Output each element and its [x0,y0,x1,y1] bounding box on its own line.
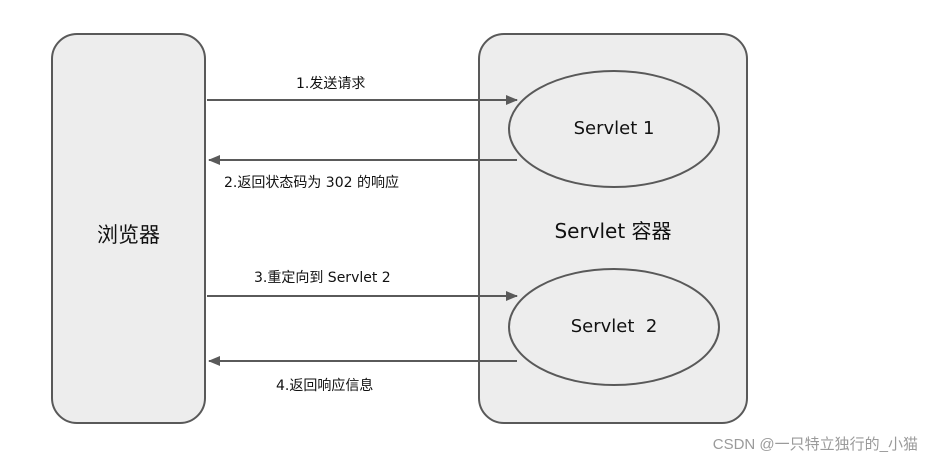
servlet-1-oval [508,70,720,188]
message-return-302: 2.返回状态码为 302 的响应 [224,175,399,191]
servlet-2-oval [508,268,720,386]
servlet-1-label: Servlet 1 [573,118,655,139]
message-return-response: 4.返回响应信息 [276,378,374,394]
servlet-container-label: Servlet 容器 [554,219,672,243]
message-send-request: 1.发送请求 [296,76,366,92]
servlet-2-label: Servlet 2 [570,316,658,337]
browser-box [51,33,206,424]
message-redirect: 3.重定向到 Servlet 2 [254,270,391,286]
browser-label: 浏览器 [97,223,160,247]
watermark: CSDN @一只特立独行的_小猫 [712,436,918,453]
